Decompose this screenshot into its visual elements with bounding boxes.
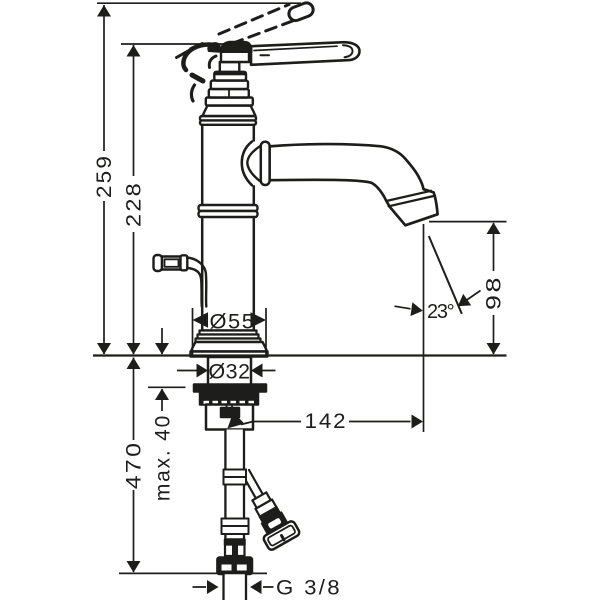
svg-text:Ø32: Ø32 <box>209 361 251 384</box>
svg-text:142: 142 <box>305 409 348 433</box>
svg-text:98: 98 <box>483 275 506 310</box>
svg-text:23°: 23° <box>427 301 454 323</box>
svg-text:G 3/8: G 3/8 <box>276 577 342 600</box>
svg-text:228: 228 <box>123 181 146 227</box>
svg-text:Ø55: Ø55 <box>210 311 256 334</box>
svg-text:259: 259 <box>93 154 116 198</box>
svg-text:max. 40: max. 40 <box>152 414 175 501</box>
svg-text:470: 470 <box>123 441 146 490</box>
